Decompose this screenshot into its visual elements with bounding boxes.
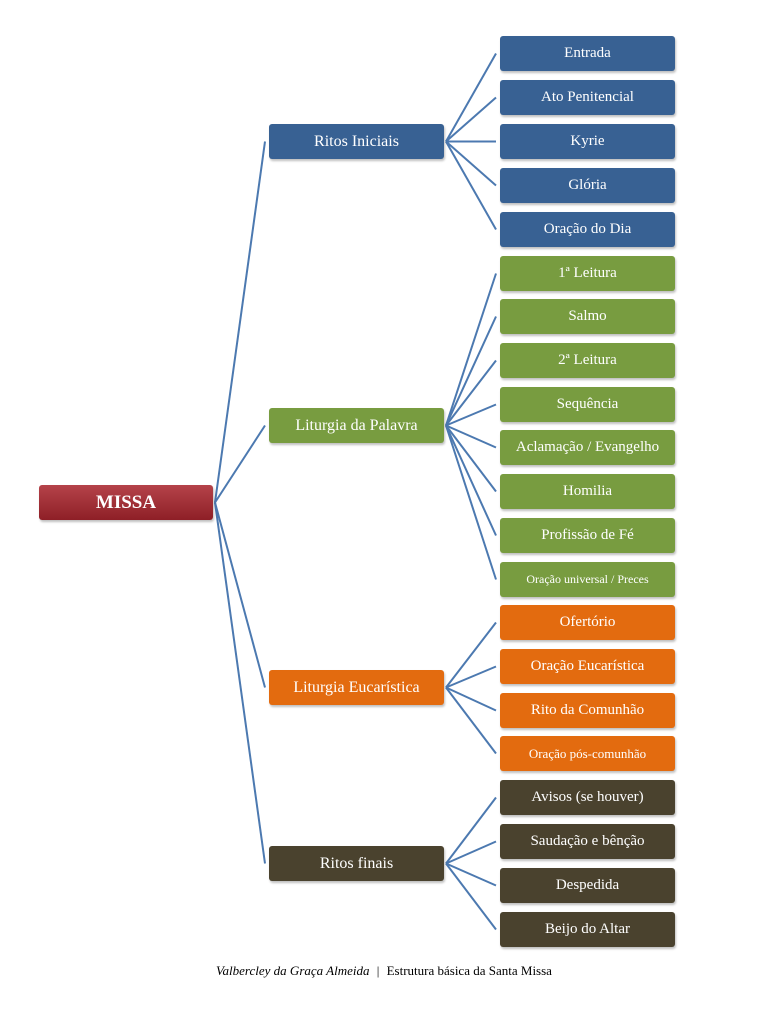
item-label: Kyrie — [570, 133, 605, 149]
item-label: Sequência — [556, 396, 619, 412]
connector-line — [445, 621, 497, 689]
item-oracao-eucaristica: Oração Eucarística — [500, 649, 675, 684]
item-rito-da-comunhao: Rito da Comunhão — [500, 693, 675, 728]
item-label: Ofertório — [559, 614, 616, 630]
connector-line — [445, 686, 497, 712]
item-primeira-leitura: 1ª Leitura — [500, 256, 675, 291]
connector-line — [445, 96, 497, 143]
connector-line — [445, 840, 497, 865]
item-label: Ato Penitencial — [541, 89, 634, 105]
connector-line — [445, 796, 497, 865]
item-label: Beijo do Altar — [545, 921, 630, 937]
root-label: MISSA — [95, 491, 157, 513]
footer-title: Estrutura básica da Santa Missa — [386, 963, 552, 978]
item-label: Despedida — [555, 877, 620, 893]
connector-line — [445, 359, 497, 427]
connector-line — [445, 425, 497, 536]
group-ritos-finais: Ritos finais — [269, 846, 444, 881]
item-label: 2ª Leitura — [558, 352, 617, 368]
footer-separator: | — [376, 963, 380, 978]
item-label: Aclamação / Evangelho — [515, 439, 660, 455]
group-liturgia-eucaristica: Liturgia Eucarística — [269, 670, 444, 705]
group-label: Liturgia da Palavra — [295, 416, 418, 434]
item-salmo: Salmo — [500, 299, 675, 334]
item-segunda-leitura: 2ª Leitura — [500, 343, 675, 378]
connector-line — [445, 424, 497, 449]
footer-author: Valbercley da Graça Almeida — [216, 963, 370, 978]
connector-line — [214, 502, 266, 864]
connector-line — [445, 862, 497, 887]
item-label: Profissão de Fé — [541, 527, 634, 543]
group-label: Liturgia Eucarística — [293, 678, 420, 696]
item-label: Oração pós-comunhão — [528, 745, 647, 761]
connector-line — [445, 140, 497, 187]
group-label: Ritos finais — [319, 854, 394, 872]
item-beijo-do-altar: Beijo do Altar — [500, 912, 675, 947]
item-label: Rito da Comunhão — [530, 702, 645, 718]
group-ritos-iniciais: Ritos Iniciais — [269, 124, 444, 159]
item-saudacao-e-bencao: Saudação e bênção — [500, 824, 675, 859]
item-label: Glória — [568, 177, 607, 193]
item-homilia: Homilia — [500, 474, 675, 509]
item-kyrie: Kyrie — [500, 124, 675, 159]
connector-line — [445, 686, 497, 755]
item-label: Oração Eucarística — [530, 658, 645, 674]
item-sequencia: Sequência — [500, 387, 675, 422]
connector-line — [445, 316, 497, 426]
item-ato-penitencial: Ato Penitencial — [500, 80, 675, 115]
item-entrada: Entrada — [500, 36, 675, 71]
item-label: 1ª Leitura — [558, 265, 617, 281]
item-oracao-pos-comunhao: Oração pós-comunhão — [500, 736, 675, 771]
item-avisos: Avisos (se houver) — [500, 780, 675, 815]
group-liturgia-da-palavra: Liturgia da Palavra — [269, 408, 444, 443]
item-label: Oração do Dia — [543, 221, 632, 237]
connector-line — [445, 425, 497, 580]
item-label: Homilia — [562, 483, 613, 499]
root-node-missa: MISSA — [39, 485, 213, 520]
item-oracao-universal: Oração universal / Preces — [500, 562, 675, 597]
connector-line — [214, 502, 266, 688]
connector-line — [445, 273, 497, 426]
item-label: Salmo — [568, 308, 607, 324]
item-aclamacao-evangelho: Aclamação / Evangelho — [500, 430, 675, 465]
item-gloria: Glória — [500, 168, 675, 203]
item-despedida: Despedida — [500, 868, 675, 903]
item-oracao-do-dia: Oração do Dia — [500, 212, 675, 247]
connector-line — [445, 424, 497, 493]
group-label: Ritos Iniciais — [314, 132, 399, 150]
footer: Valbercley da Graça Almeida | Estrutura … — [0, 963, 768, 979]
connector-line — [445, 141, 497, 230]
item-label: Saudação e bênção — [530, 833, 645, 849]
connector-line — [214, 424, 266, 504]
item-label: Entrada — [564, 45, 611, 61]
item-label: Avisos (se houver) — [531, 789, 644, 805]
item-profissao-de-fe: Profissão de Fé — [500, 518, 675, 553]
connector-line — [445, 665, 497, 689]
connector-line — [214, 141, 266, 503]
connector-line — [445, 862, 497, 931]
connector-line — [445, 403, 497, 427]
item-ofertorio: Ofertório — [500, 605, 675, 640]
item-label: Oração universal / Preces — [526, 572, 649, 586]
connector-line — [445, 53, 497, 142]
